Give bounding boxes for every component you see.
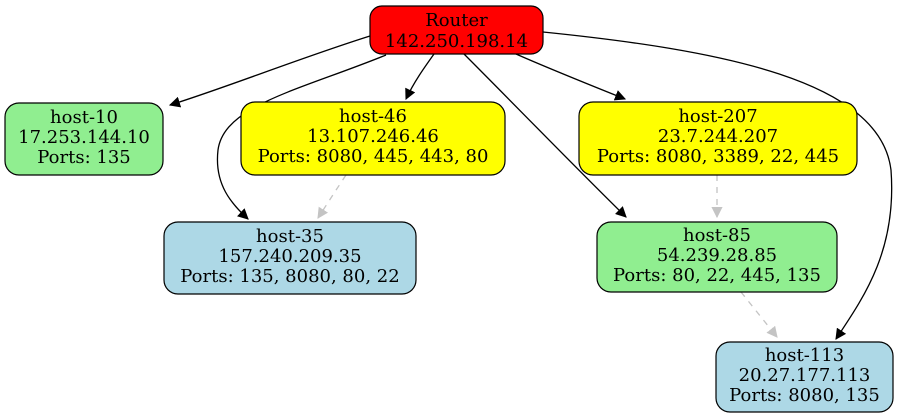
- node-host-46-name-label: host-46: [339, 106, 407, 127]
- node-router-ip-label: 142.250.198.14: [385, 31, 528, 52]
- node-router-box: [369, 5, 544, 55]
- node-host-46-box: [240, 101, 506, 176]
- node-host-207-ports-label: Ports: 8080, 3389, 22, 445: [597, 146, 839, 167]
- node-host-85-name-label: host-85: [683, 225, 751, 246]
- node-host-113-ip-label: 20.27.177.113: [739, 365, 871, 386]
- edges-layer: [168, 31, 893, 340]
- node-host-46-ports-label: Ports: 8080, 445, 443, 80: [258, 146, 489, 167]
- node-host-46-ip-label: 13.107.246.46: [307, 126, 439, 147]
- node-host-10-ip-label: 17.253.144.10: [18, 127, 150, 148]
- node-host-85-ports-label: Ports: 80, 22, 445, 135: [613, 265, 821, 286]
- node-host-10-ports-label: Ports: 135: [37, 147, 130, 168]
- edge-router-to-host-113: [542, 31, 893, 340]
- node-host-113-ports-label: Ports: 8080, 135: [729, 385, 880, 406]
- node-host-35-ports-label: Ports: 135, 8080, 80, 22: [180, 266, 399, 287]
- node-host-35-name-label: host-35: [256, 226, 324, 247]
- node-host-207-ip-label: 23.7.244.207: [658, 126, 778, 147]
- edge-router-to-host-35: [216, 54, 387, 220]
- node-host-113-name-label: host-113: [765, 345, 844, 366]
- edge-host-46-to-host-35: [317, 174, 347, 219]
- node-host-35-box: [163, 221, 417, 295]
- edge-router-to-host-85: [463, 53, 627, 218]
- node-host-113-box: [715, 341, 894, 413]
- node-host-207-box: [578, 101, 858, 176]
- node-host-35-ip-label: 157.240.209.35: [218, 246, 361, 267]
- node-host-10-box: [4, 102, 164, 176]
- node-host-10-name-label: host-10: [50, 107, 118, 128]
- node-router-name-label: Router: [425, 10, 488, 31]
- node-host-85-box: [596, 221, 838, 293]
- edge-router-to-host-46: [405, 53, 435, 100]
- node-host-85-ip-label: 54.239.28.85: [657, 245, 777, 266]
- edge-router-to-host-10: [168, 35, 371, 108]
- node-host-207-name-label: host-207: [678, 106, 757, 127]
- edge-host-85-to-host-113: [740, 291, 778, 338]
- edge-router-to-host-207: [515, 53, 627, 101]
